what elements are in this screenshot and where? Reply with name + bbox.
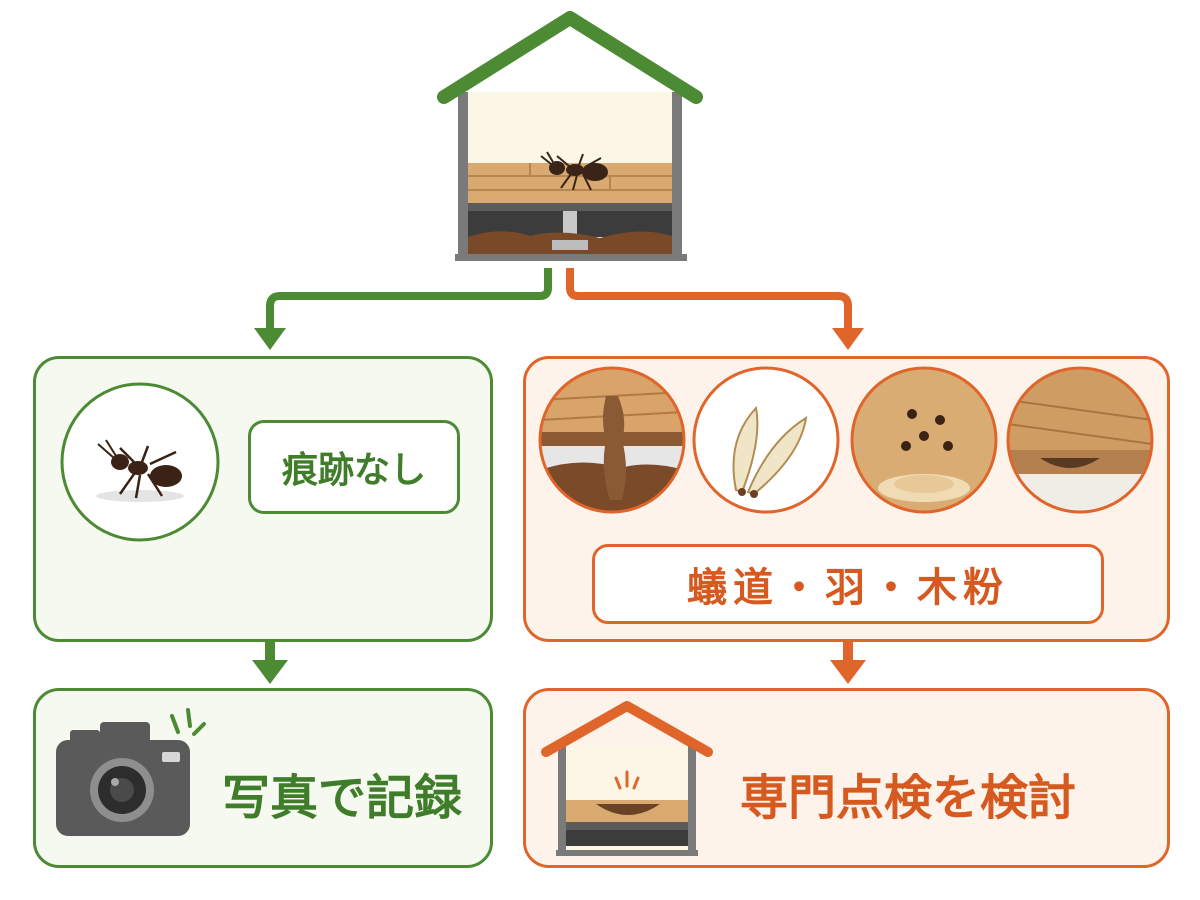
left-branch-arrow <box>266 268 552 332</box>
no-traces-label: 痕跡なし <box>248 420 460 514</box>
house-inspection-icon <box>541 701 713 856</box>
damaged-floorboard-icon <box>1006 366 1154 514</box>
wings-icon <box>692 366 840 514</box>
consider-inspection-text: 専門点検を検討 <box>740 770 1077 826</box>
ant-icon <box>60 382 220 542</box>
photo-record-text: 写真で記録 <box>222 770 463 826</box>
right-branch-arrow <box>566 268 852 332</box>
termite-signs-label: 蟻道・羽・木粉 <box>592 544 1104 624</box>
house-with-ant-on-floor-icon <box>437 11 703 261</box>
wood-dust-holes-icon <box>850 366 998 514</box>
mud-tube-icon <box>538 366 686 514</box>
camera-icon <box>56 708 206 836</box>
